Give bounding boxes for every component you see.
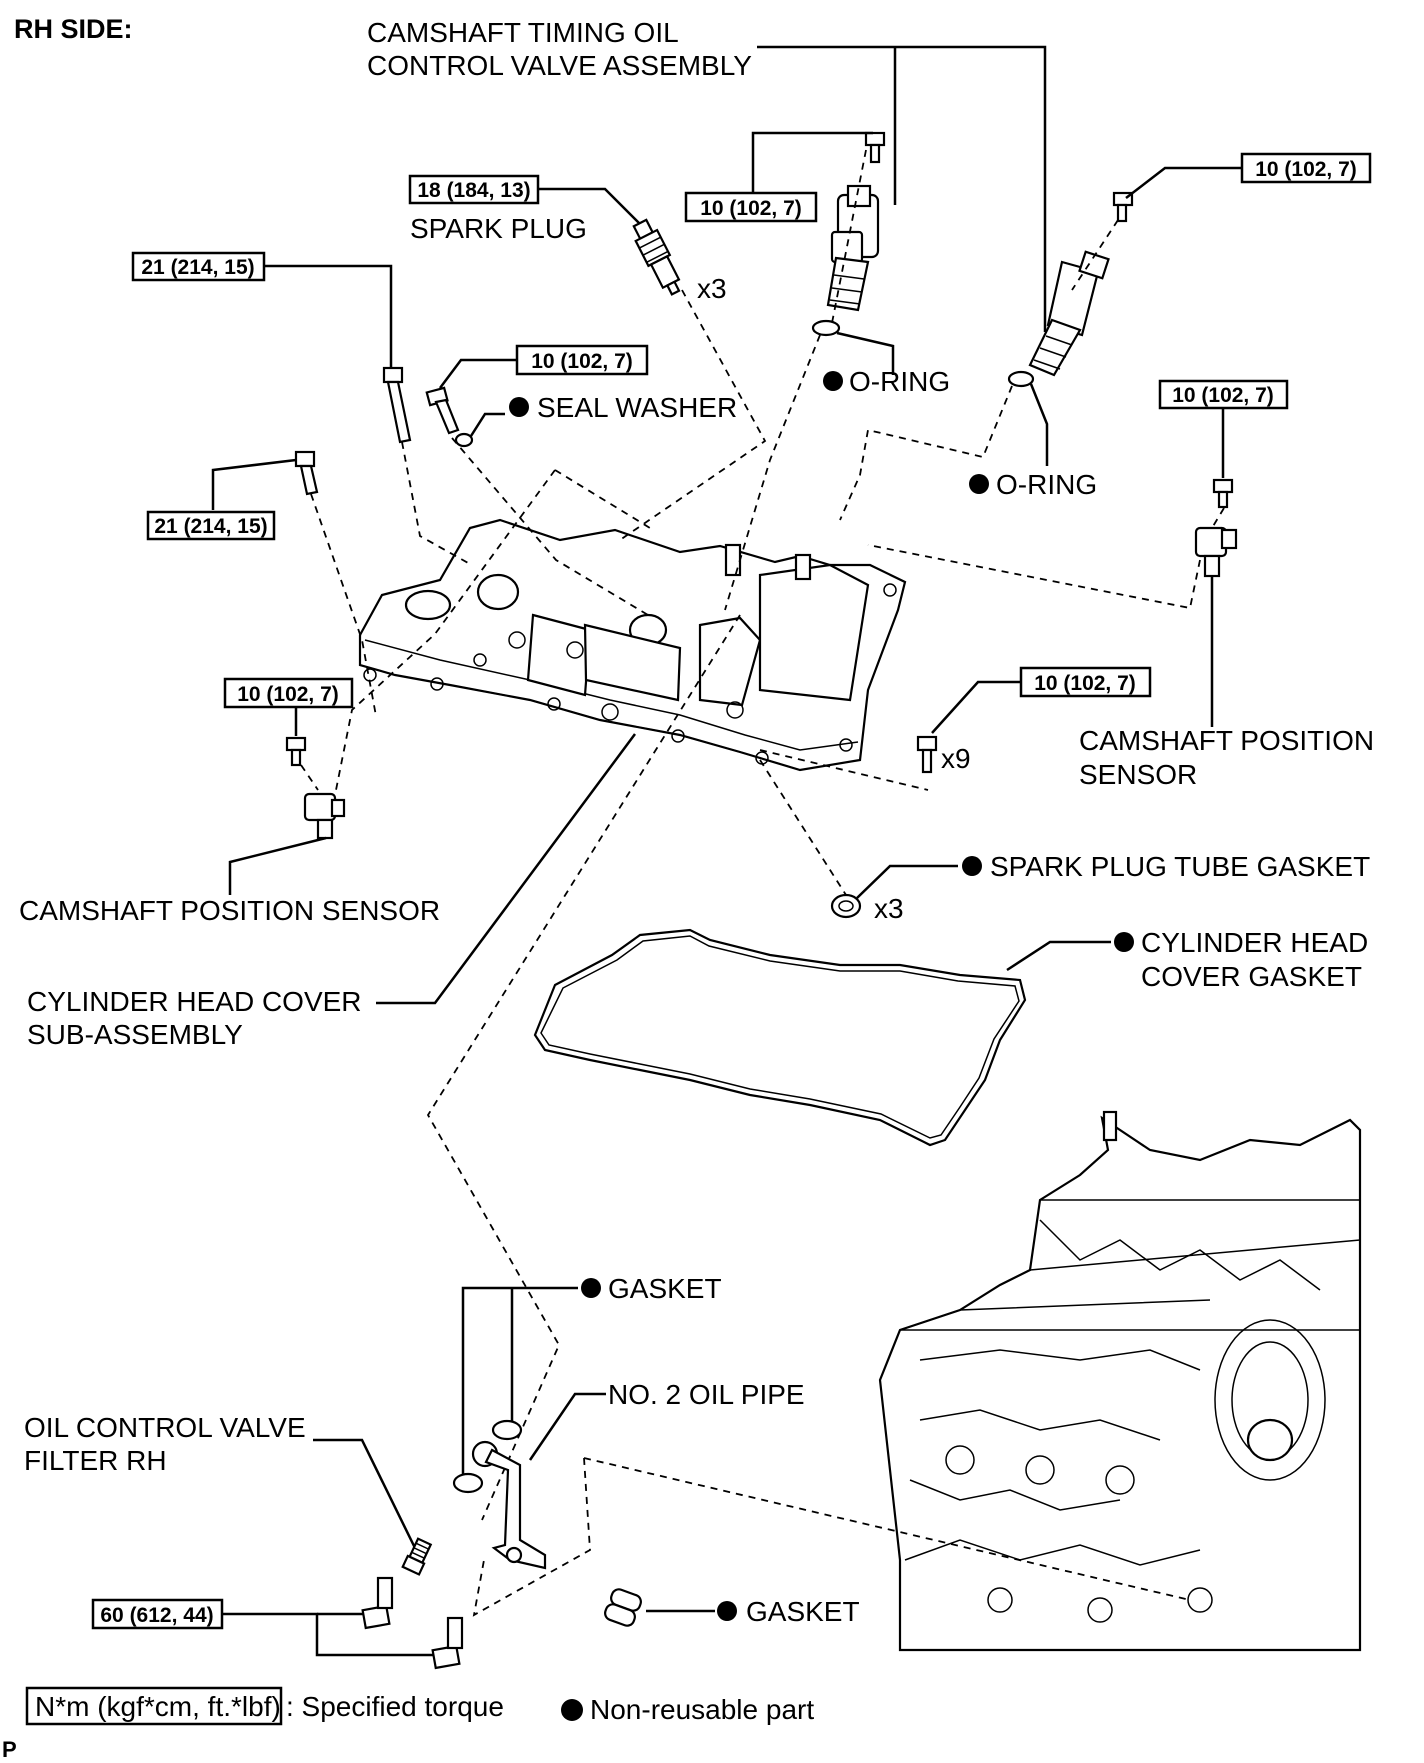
label-cover-sub-line2: SUB-ASSEMBLY	[27, 1019, 243, 1050]
torque-box-cover-bolts-x9	[1019, 666, 1152, 698]
legend-nonreusable-text: Non-reusable part	[590, 1694, 814, 1725]
legend-nonreusable-dot	[561, 1699, 583, 1721]
torque-seal-washer-bolt: 10 (102, 7)	[531, 350, 633, 373]
cam-sensor-right-part	[1194, 526, 1238, 578]
gasket-upper-b-part	[452, 1472, 484, 1494]
cover-bolt-side-part	[294, 450, 319, 496]
torque-box-spark-plug	[408, 174, 540, 205]
torque-cam-sensor-left: 10 (102, 7)	[237, 683, 339, 706]
torque-valve-bolt-right: 10 (102, 7)	[1255, 158, 1357, 181]
nonreusable-dot-cover-gasket	[1114, 932, 1134, 952]
footer-letter: P	[2, 1737, 17, 1762]
label-no2-oil-pipe: NO. 2 OIL PIPE	[608, 1379, 805, 1410]
torque-cover-bolt-top: 21 (214, 15)	[141, 256, 254, 279]
torque-box-union-bolt	[91, 1598, 224, 1630]
torque-box-valve-bolt-left	[684, 191, 818, 223]
oil-control-valve-right	[1028, 250, 1110, 377]
cylinder-head-cover-part	[358, 518, 907, 772]
torque-cam-sensor-right: 10 (102, 7)	[1172, 384, 1274, 407]
label-o-ring-1: O-RING	[849, 366, 950, 397]
cam-sensor-right-bolt-part	[1212, 478, 1234, 509]
cover-bolt-top-part	[382, 366, 412, 444]
cam-sensor-left-bolt-part	[285, 736, 307, 767]
label-o-ring-2: O-RING	[996, 469, 1097, 500]
nonreusable-dot-tube-gasket	[962, 856, 982, 876]
diagram-title: RH SIDE:	[14, 14, 133, 44]
engine-block-part	[878, 1110, 1362, 1652]
torque-valve-bolt-left: 10 (102, 7)	[700, 197, 802, 220]
legend-torque-text: : Specified torque	[286, 1691, 504, 1722]
label-cover-gasket-line2: COVER GASKET	[1141, 961, 1362, 992]
oil-control-valve-left	[826, 184, 880, 312]
union-bolt-b-part	[431, 1616, 464, 1670]
torque-box-cam-sensor-left	[223, 677, 354, 709]
qty-spark-plug: x3	[697, 273, 727, 304]
label-ocv-filter-line1: OIL CONTROL VALVE	[24, 1412, 306, 1443]
label-cam-sensor-left: CAMSHAFT POSITION SENSOR	[19, 895, 440, 926]
spark-plug-part	[632, 218, 681, 296]
label-spark-plug: SPARK PLUG	[410, 213, 587, 244]
label-camshaft-timing-valve-line1: CAMSHAFT TIMING OIL	[367, 17, 679, 48]
label-seal-washer: SEAL WASHER	[537, 392, 737, 423]
label-ocv-filter-line2: FILTER RH	[24, 1445, 167, 1476]
qty-cover-bolts: x9	[941, 743, 971, 774]
label-cam-sensor-right-line1: CAMSHAFT POSITION	[1079, 725, 1374, 756]
o-ring-right-part	[1007, 370, 1035, 388]
no2-oil-pipe-part	[471, 1440, 547, 1570]
torque-cover-bolt-side: 21 (214, 15)	[154, 515, 267, 538]
qty-tube-gasket: x3	[874, 893, 904, 924]
gasket-lower-part	[604, 1588, 642, 1627]
torque-box-cam-sensor-right	[1158, 379, 1289, 410]
gasket-upper-a-part	[491, 1419, 523, 1441]
valve-bolt-right-part	[1112, 191, 1134, 223]
legend-torque-units: N*m (kgf*cm, ft.*lbf)	[35, 1691, 281, 1722]
torque-union-bolt: 60 (612, 44)	[100, 1604, 213, 1627]
label-gasket-upper: GASKET	[608, 1273, 722, 1304]
torque-spark-plug: 18 (184, 13)	[417, 179, 530, 202]
nonreusable-dot-o-ring-2	[969, 474, 989, 494]
torque-box-seal-washer-bolt	[515, 344, 649, 376]
label-cover-sub-line1: CYLINDER HEAD COVER	[27, 986, 362, 1017]
cam-sensor-left-part	[303, 792, 346, 840]
spark-plug-tube-gasket-part	[830, 893, 862, 919]
seal-washer-part	[454, 432, 474, 448]
label-cover-gasket-line1: CYLINDER HEAD	[1141, 927, 1368, 958]
torque-box-cover-bolt-side	[146, 510, 276, 541]
ocv-filter-part	[401, 1537, 433, 1576]
label-spark-plug-tube-gasket: SPARK PLUG TUBE GASKET	[990, 851, 1370, 882]
cover-bolt-x9-part	[916, 735, 938, 774]
nonreusable-dot-seal-washer	[509, 397, 529, 417]
legend-torque-box	[25, 1686, 283, 1726]
label-cam-sensor-right-line2: SENSOR	[1079, 759, 1197, 790]
torque-box-valve-bolt-right	[1240, 152, 1372, 184]
torque-box-cover-bolt-top	[131, 251, 266, 282]
nonreusable-dot-gasket-upper	[581, 1278, 601, 1298]
label-gasket-lower: GASKET	[746, 1596, 860, 1627]
seal-washer-bolt-part	[425, 386, 460, 435]
o-ring-left-part	[811, 319, 841, 337]
label-camshaft-timing-valve-line2: CONTROL VALVE ASSEMBLY	[367, 50, 752, 81]
union-bolt-a-part	[361, 1576, 394, 1630]
nonreusable-dot-o-ring-1	[823, 371, 843, 391]
valve-bolt-left-part	[864, 131, 886, 164]
torque-cover-bolts-x9: 10 (102, 7)	[1034, 672, 1136, 695]
cylinder-head-cover-gasket-part	[533, 928, 1027, 1147]
nonreusable-dot-gasket-lower	[717, 1601, 737, 1621]
